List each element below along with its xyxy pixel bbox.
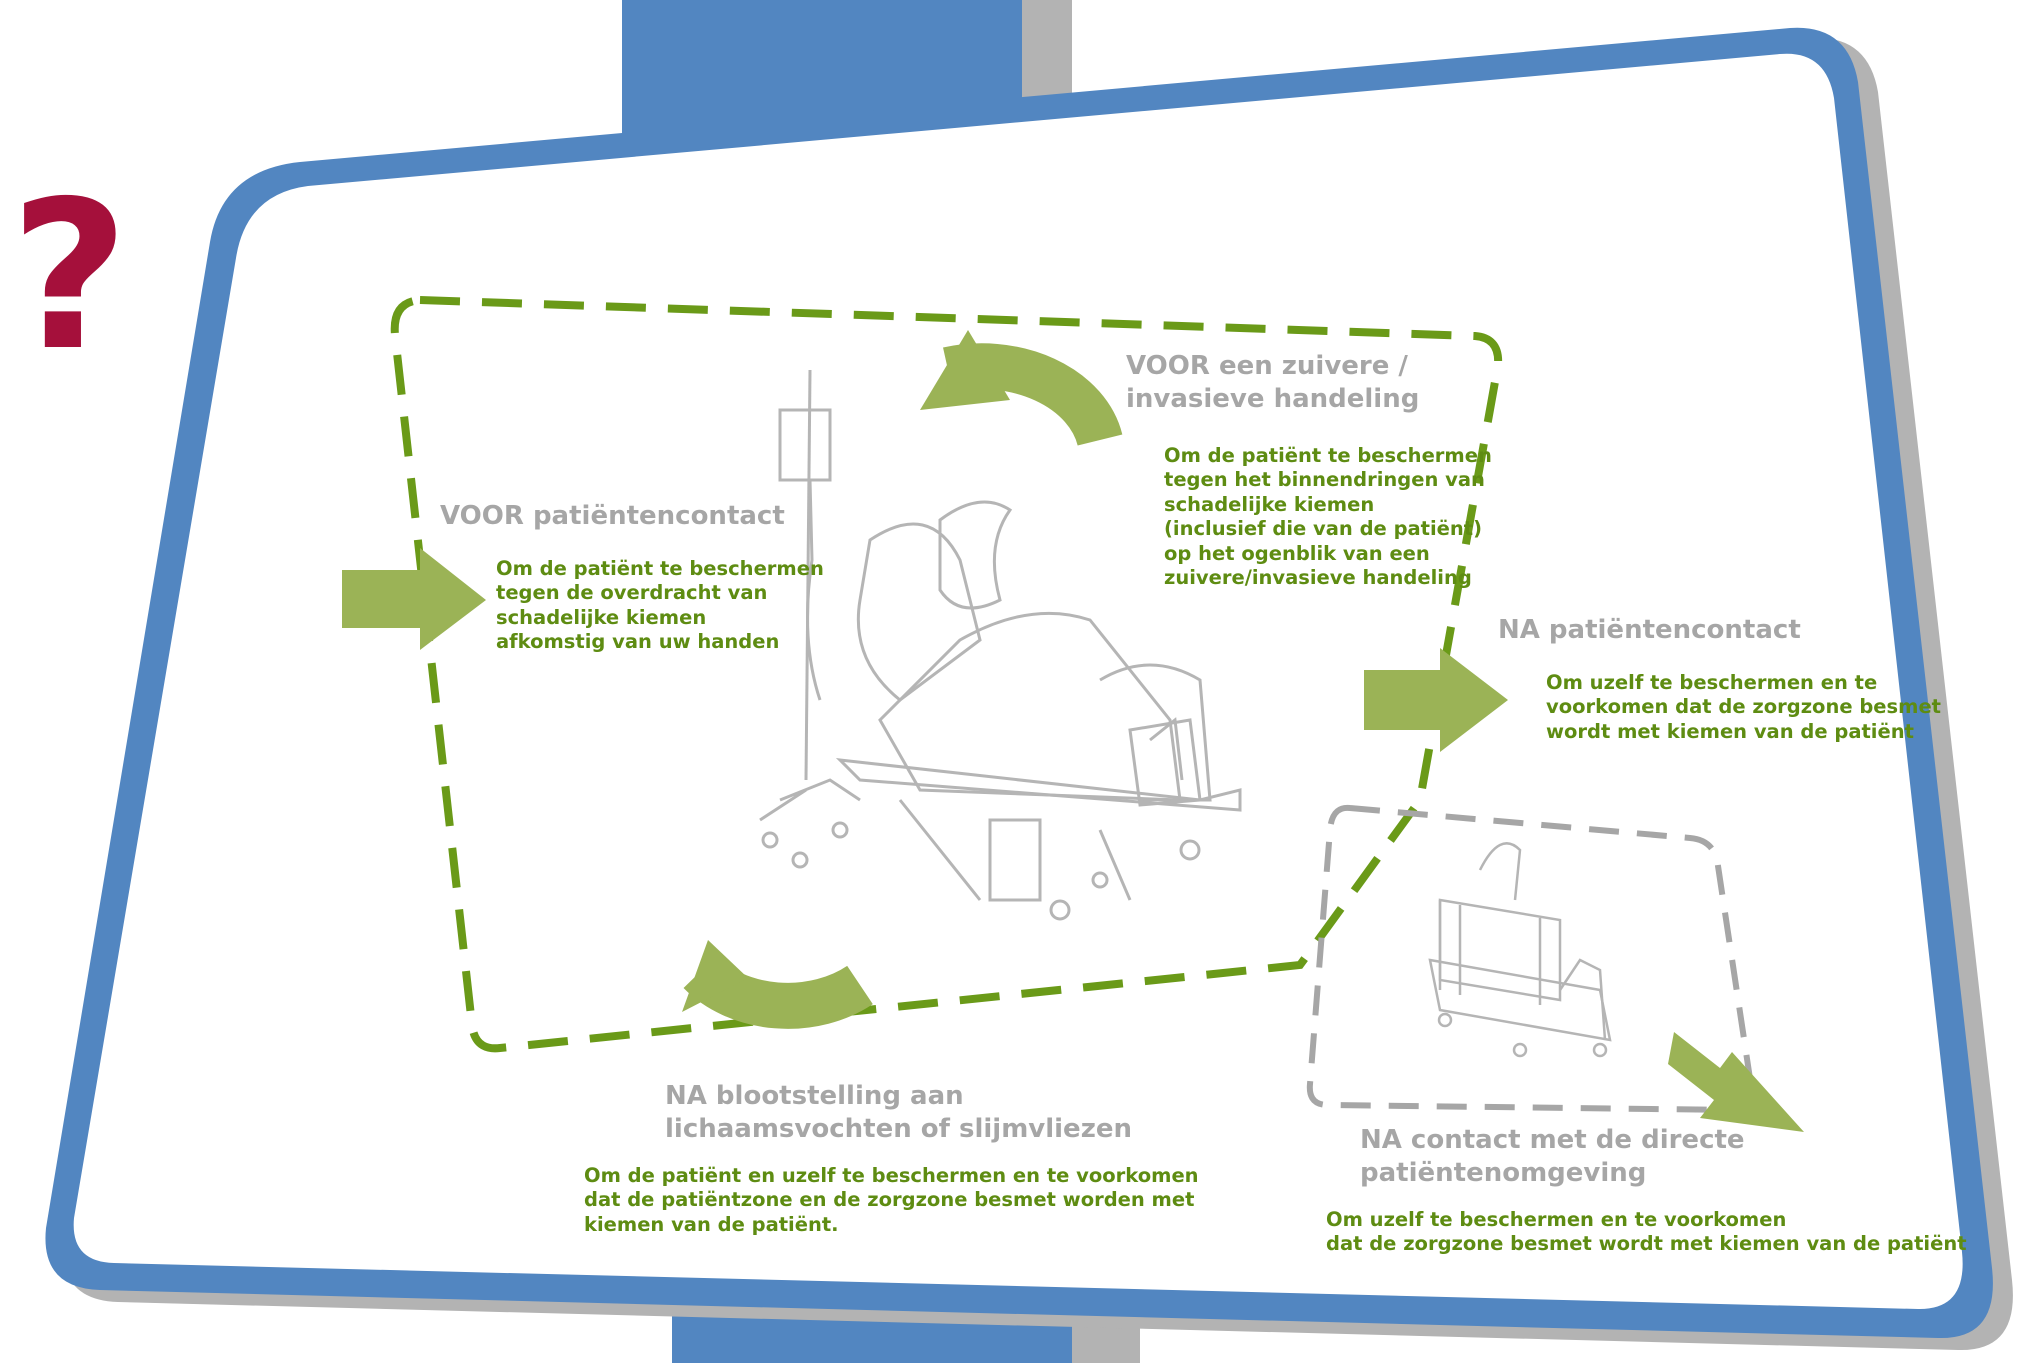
top-post xyxy=(622,0,1072,150)
patient-bed-icon xyxy=(759,369,1242,921)
arrow-right-icon xyxy=(1364,648,1508,752)
arrow-diagonal-icon xyxy=(1668,1032,1804,1132)
moment-desc-voor-patientencontact: Om de patiënt te beschermen tegen de ove… xyxy=(496,557,824,654)
question-mark: ? xyxy=(10,158,129,396)
empty-bed-icon xyxy=(1428,842,1612,1058)
moment-title-voor-patientencontact: VOOR patiëntencontact xyxy=(440,501,785,531)
moment-title-na-blootstelling: NA blootstelling aan lichaamsvochten of … xyxy=(665,1081,1132,1144)
curved-arrow-top-icon xyxy=(920,330,1123,447)
moment-desc-na-blootstelling: Om de patiënt en uzelf te beschermen en … xyxy=(584,1164,1199,1236)
moment-desc-na-contact-omgeving: Om uzelf te beschermen en te voorkomen d… xyxy=(1326,1208,1967,1256)
moment-desc-voor-zuivere-handeling: Om de patiënt te beschermen tegen het bi… xyxy=(1164,444,1492,589)
curved-arrow-bottom-icon xyxy=(682,940,873,1029)
moment-title-na-patientencontact: NA patiëntencontact xyxy=(1498,615,1801,645)
arrow-right-icon xyxy=(342,548,486,650)
patient-zone-border xyxy=(390,295,1503,1053)
sign-frame xyxy=(45,27,2013,1351)
moment-title-na-contact-omgeving: NA contact met de directe patiëntenomgev… xyxy=(1360,1125,1745,1188)
moment-desc-na-patientencontact: Om uzelf te beschermen en te voorkomen d… xyxy=(1546,671,1941,743)
moment-title-voor-zuivere-handeling: VOOR een zuivere / invasieve handeling xyxy=(1126,351,1420,414)
